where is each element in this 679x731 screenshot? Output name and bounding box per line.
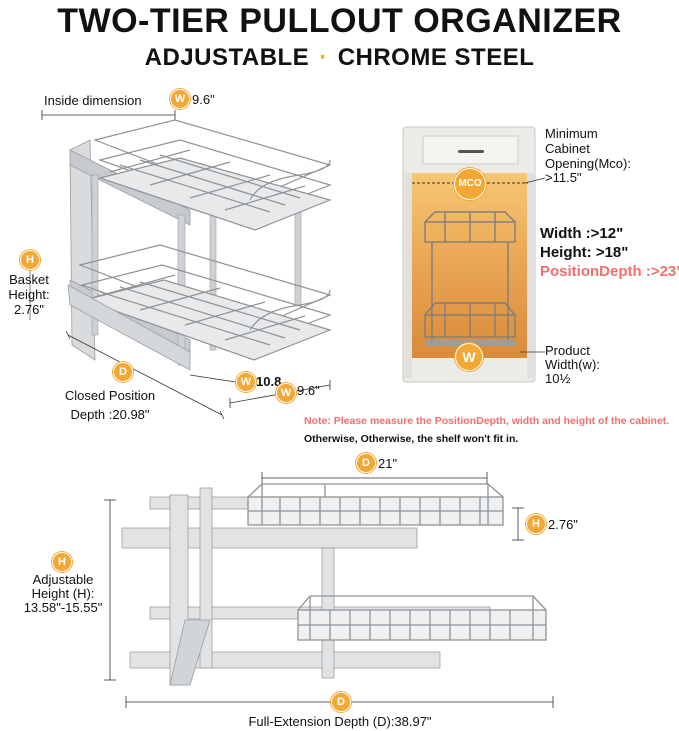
inside-dimension-value: 9.6" — [192, 92, 215, 107]
h-badge-basket: H — [20, 250, 40, 270]
height-spec: Height: >18" — [540, 244, 629, 261]
product-width-label-1: Product — [545, 343, 590, 358]
closed-position-label: Closed Position — [64, 388, 156, 403]
mco-badge: MCO — [454, 168, 486, 200]
full-extension-depth: Full-Extension Depth (D):38.97" — [248, 714, 432, 729]
w-badge-width-b: W — [276, 383, 296, 403]
inside-dimension-label: Inside dimension — [44, 93, 142, 108]
position-depth-spec: PositionDepth :>23" — [540, 263, 679, 280]
closed-position-depth: Depth :20.98" — [70, 407, 150, 422]
basket-height-label-1: Basket — [9, 272, 49, 287]
adjustable-label-2: Height (H): — [31, 586, 95, 601]
min-opening-label-3: Opening(Mco): — [545, 156, 631, 171]
adjustable-label-1: Adjustable — [32, 572, 94, 587]
product-width-value: 10½ — [545, 371, 571, 386]
note-line-2: Otherwise, Otherwise, the shelf won't fi… — [304, 433, 519, 445]
w-badge-inside: W — [170, 89, 190, 109]
min-opening-value: >11.5" — [545, 170, 582, 185]
h-badge-adjustable: H — [52, 552, 72, 572]
note-line-1: Note: Please measure the PositionDepth, … — [304, 415, 670, 427]
subtitle-chrome-steel: CHROME STEEL — [337, 44, 535, 71]
w-badge-width-a: W — [236, 372, 256, 392]
min-opening-label-1: Minimum — [545, 126, 598, 141]
subtitle-adjustable: ADJUSTABLE — [144, 44, 310, 71]
width-a-value: 10.8 — [256, 374, 282, 389]
h-badge-extended: H — [526, 514, 546, 534]
basket-height-value: 2.76" — [14, 302, 44, 317]
adjustable-height-value: 13.58"-15.55" — [23, 600, 103, 615]
d-badge-top: D — [356, 453, 376, 473]
page-title: TWO-TIER PULLOUT ORGANIZER — [57, 2, 622, 40]
subtitle: ADJUSTABLE · CHROME STEEL — [0, 44, 679, 72]
width-spec: Width :>12" — [540, 225, 624, 242]
d-badge-closed: D — [113, 362, 133, 382]
basket-height-label-2: Height: — [8, 287, 50, 302]
subtitle-dot: · — [319, 44, 328, 71]
w-badge-cabinet: W — [455, 343, 483, 371]
d-badge-full: D — [331, 692, 351, 712]
width-b-value: 9.6" — [297, 383, 320, 398]
extended-basket-height: 2.76" — [548, 517, 578, 532]
product-width-label-2: Width(w): — [545, 357, 600, 372]
top-depth-value: 21" — [378, 456, 398, 471]
min-opening-label-2: Cabinet — [545, 141, 590, 156]
